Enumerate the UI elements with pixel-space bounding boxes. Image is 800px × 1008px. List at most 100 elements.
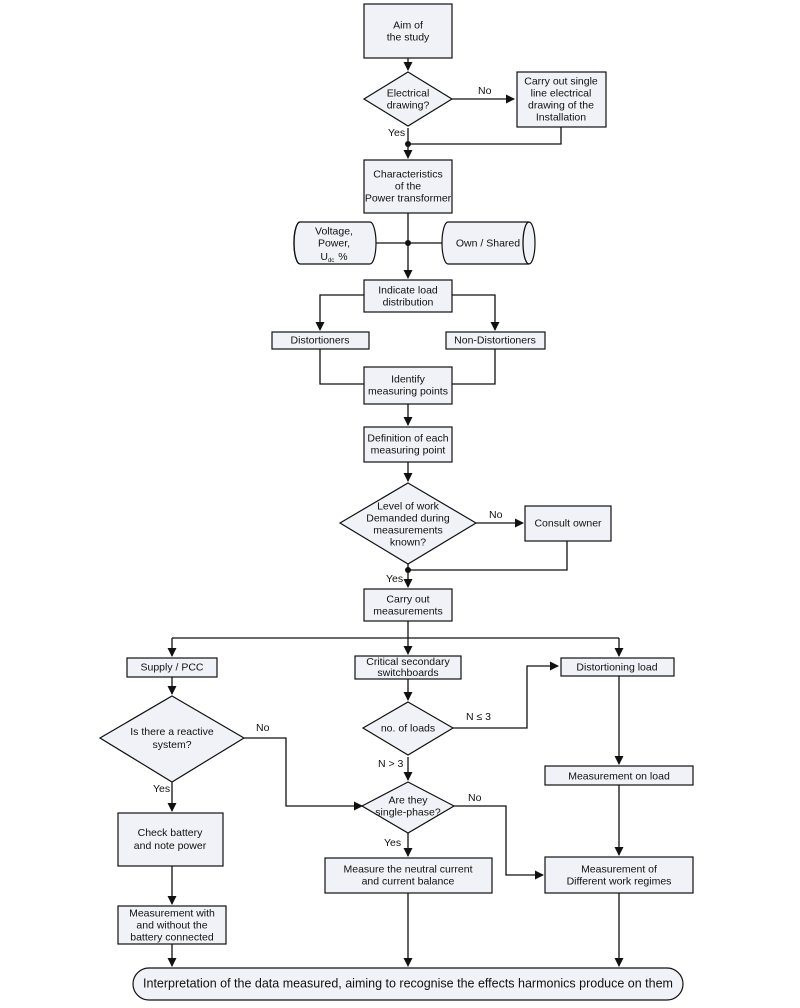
label-line: switchboards <box>377 667 438 679</box>
label-line: single-phase? <box>375 807 441 819</box>
box-identify-points <box>363 366 453 405</box>
cylinder-edge <box>293 221 301 265</box>
label-line: distribution <box>383 297 434 309</box>
label-consult-owner: Consult owner <box>534 518 602 530</box>
label-line: Is there a reactive <box>130 726 214 738</box>
label-line: Distortioners <box>291 335 350 347</box>
connector-load-nondistortioners <box>452 294 500 331</box>
diamond-reactive-system <box>98 695 246 783</box>
label-line: Identify <box>391 374 426 386</box>
label-no-of-loads: no. of loads <box>381 723 435 735</box>
label-non-distortioners: Non-Distortioners <box>454 335 536 347</box>
box-supply-pcc <box>126 657 218 678</box>
label-line: Electrical <box>387 88 430 100</box>
label-interpretation: Interpretation of the data measured, aim… <box>143 977 673 991</box>
label-line: Measurement of <box>581 864 657 876</box>
connector-owner-merge <box>408 541 568 571</box>
box-different-regimes <box>544 856 694 894</box>
box-characteristics <box>363 159 453 214</box>
connector-singleline-merge <box>408 127 562 145</box>
label-line: Measurement with <box>129 908 215 920</box>
edge-labels: No Yes No Yes No Yes N ≤ 3 N > 3 No Yes <box>153 85 503 849</box>
edge-label-no: No <box>256 722 270 734</box>
label-line: Different work regimes <box>567 876 672 888</box>
cylinder-edge <box>522 221 530 265</box>
label-line: battery connected <box>130 932 214 944</box>
label-line: Indicate load <box>378 285 438 297</box>
edge-label-yes: Yes <box>384 837 401 849</box>
connector-singlephase-no <box>454 805 544 880</box>
label-line: Power, <box>318 238 350 250</box>
label-line: Non-Distortioners <box>454 335 536 347</box>
label-line: known? <box>390 537 426 549</box>
label-line: Definition of each <box>367 433 448 445</box>
label-line: measurements <box>373 525 442 537</box>
diamond-level-of-work <box>338 482 478 565</box>
edge-label-no: No <box>489 509 503 521</box>
junction-dot <box>405 567 411 573</box>
box-distortioning-load <box>560 657 675 677</box>
label-line: no. of loads <box>381 723 435 735</box>
label-line: measuring point <box>371 445 446 457</box>
box-non-distortioners <box>445 331 546 350</box>
label-line: line electrical <box>531 88 592 100</box>
box-measurement-on-load <box>544 765 694 786</box>
box-load-distribution <box>363 279 453 313</box>
label-line: Carry out single <box>524 76 598 88</box>
box-definition-points <box>363 426 453 463</box>
label-line: drawing? <box>387 100 430 112</box>
label-udc: Udc% <box>320 251 347 264</box>
label-line: measurements <box>373 606 442 618</box>
label-line: Own / Shared <box>456 238 520 250</box>
label-measurement-on-load: Measurement on load <box>568 771 670 783</box>
label-line: and without the <box>136 920 207 932</box>
label-line: system? <box>152 739 191 751</box>
box-critical-switchboards <box>354 655 462 680</box>
diamond-electrical-drawing <box>362 71 454 127</box>
label-line: Carry out <box>386 594 429 606</box>
connector-load-distortioners <box>315 294 364 331</box>
edge-label-yes: Yes <box>153 783 170 795</box>
edge-label-no: No <box>478 85 492 97</box>
edge-label-n-le-3: N ≤ 3 <box>466 711 491 723</box>
label-line: Measurement on load <box>568 771 670 783</box>
label-line: Aim of <box>393 20 423 32</box>
label-line: Critical secondary <box>366 656 450 668</box>
connector-reactive-no <box>244 737 363 811</box>
box-consult-owner <box>524 505 612 542</box>
box-interpretation <box>132 967 684 1001</box>
shapes <box>98 3 694 1001</box>
junction-dot <box>405 141 411 147</box>
connector-distortioners-identify <box>319 349 364 385</box>
label-line: and current balance <box>362 876 455 888</box>
label-line: Supply / PCC <box>140 662 203 674</box>
label-line: Measure the neutral current <box>344 864 473 876</box>
box-battery-measurement <box>117 905 227 945</box>
edge-label-n-gt-3: N > 3 <box>378 758 404 770</box>
label-line: Demanded during <box>366 513 450 525</box>
label-line: measuring points <box>368 386 448 398</box>
edge-label-yes: Yes <box>388 127 405 139</box>
label-line: and note power <box>134 840 207 852</box>
label-line: of the <box>395 181 421 193</box>
connector-loads-le3 <box>453 661 559 729</box>
box-carry-out-measurements <box>363 588 453 622</box>
edge-label-no: No <box>468 792 482 804</box>
label-line: Distortioning load <box>576 662 657 674</box>
